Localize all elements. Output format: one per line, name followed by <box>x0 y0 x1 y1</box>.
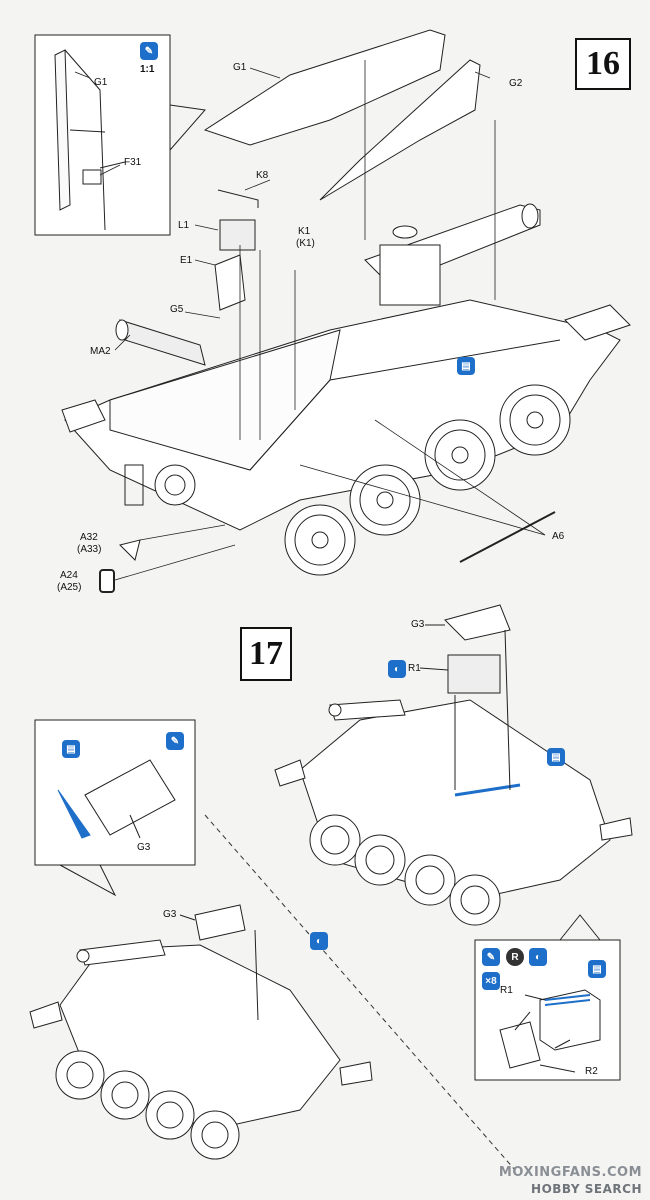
label-a25: (A25) <box>57 582 82 593</box>
watermark-site: MOXINGFANS.COM <box>498 1165 642 1180</box>
step17-upper-vehicle <box>274 604 633 926</box>
step16-vehicle <box>61 29 631 593</box>
paint-icon-box: ▤ <box>588 960 606 978</box>
label-a24: A24 <box>60 570 78 581</box>
road-wheels-16 <box>284 384 571 576</box>
label-g2: G2 <box>509 78 523 89</box>
label-l1: L1 <box>178 220 190 231</box>
label-g1: G1 <box>233 62 247 73</box>
label-r1-top: R1 <box>408 663 421 674</box>
glue-icon: ✎ <box>140 42 158 60</box>
quantity-icon: ×8 <box>482 972 500 990</box>
label-g3-lower: G3 <box>163 909 177 920</box>
label-r1-box: R1 <box>500 985 513 996</box>
label-e1: E1 <box>180 255 193 266</box>
label-a32: A32 <box>80 532 98 543</box>
label-r2-box: R2 <box>585 1066 598 1077</box>
watermark-brand: HOBBY SEARCH <box>531 1182 642 1196</box>
label-g5: G5 <box>170 304 184 315</box>
rotate-icon: ◐ <box>388 660 406 678</box>
step-number-16: 16 <box>575 38 631 90</box>
label-g3-top: G3 <box>411 619 425 630</box>
paint-icon: ▤ <box>457 357 475 375</box>
label-a33: (A33) <box>77 544 102 555</box>
paint-icon-detail: ▤ <box>62 740 80 758</box>
detail-scale: 1:1 <box>140 64 155 75</box>
rotate-icon-box: ◐ <box>529 948 547 966</box>
step16-detail-panel <box>34 34 206 236</box>
label-k8: K8 <box>256 170 269 181</box>
label-a6: A6 <box>552 531 565 542</box>
paint-icon-upper: ▤ <box>547 748 565 766</box>
label-detail-f31: F31 <box>124 157 142 168</box>
remove-icon: R <box>506 948 524 966</box>
label-k1-alt: (K1) <box>296 238 315 249</box>
rotate-icon-lower: ◐ <box>310 932 328 950</box>
label-detail-g3: G3 <box>137 842 151 853</box>
step17-box-detail <box>474 914 621 1081</box>
glue-icon-detail: ✎ <box>166 732 184 750</box>
label-k1: K1 <box>298 226 311 237</box>
step17-lower-vehicle <box>29 904 373 1160</box>
label-detail-g1: G1 <box>94 77 108 88</box>
step16-arrows <box>74 60 546 581</box>
step-number-17: 17 <box>240 627 292 681</box>
label-ma2: MA2 <box>90 346 111 357</box>
glue-icon-box: ✎ <box>482 948 500 966</box>
divider-dashed <box>204 814 516 1171</box>
